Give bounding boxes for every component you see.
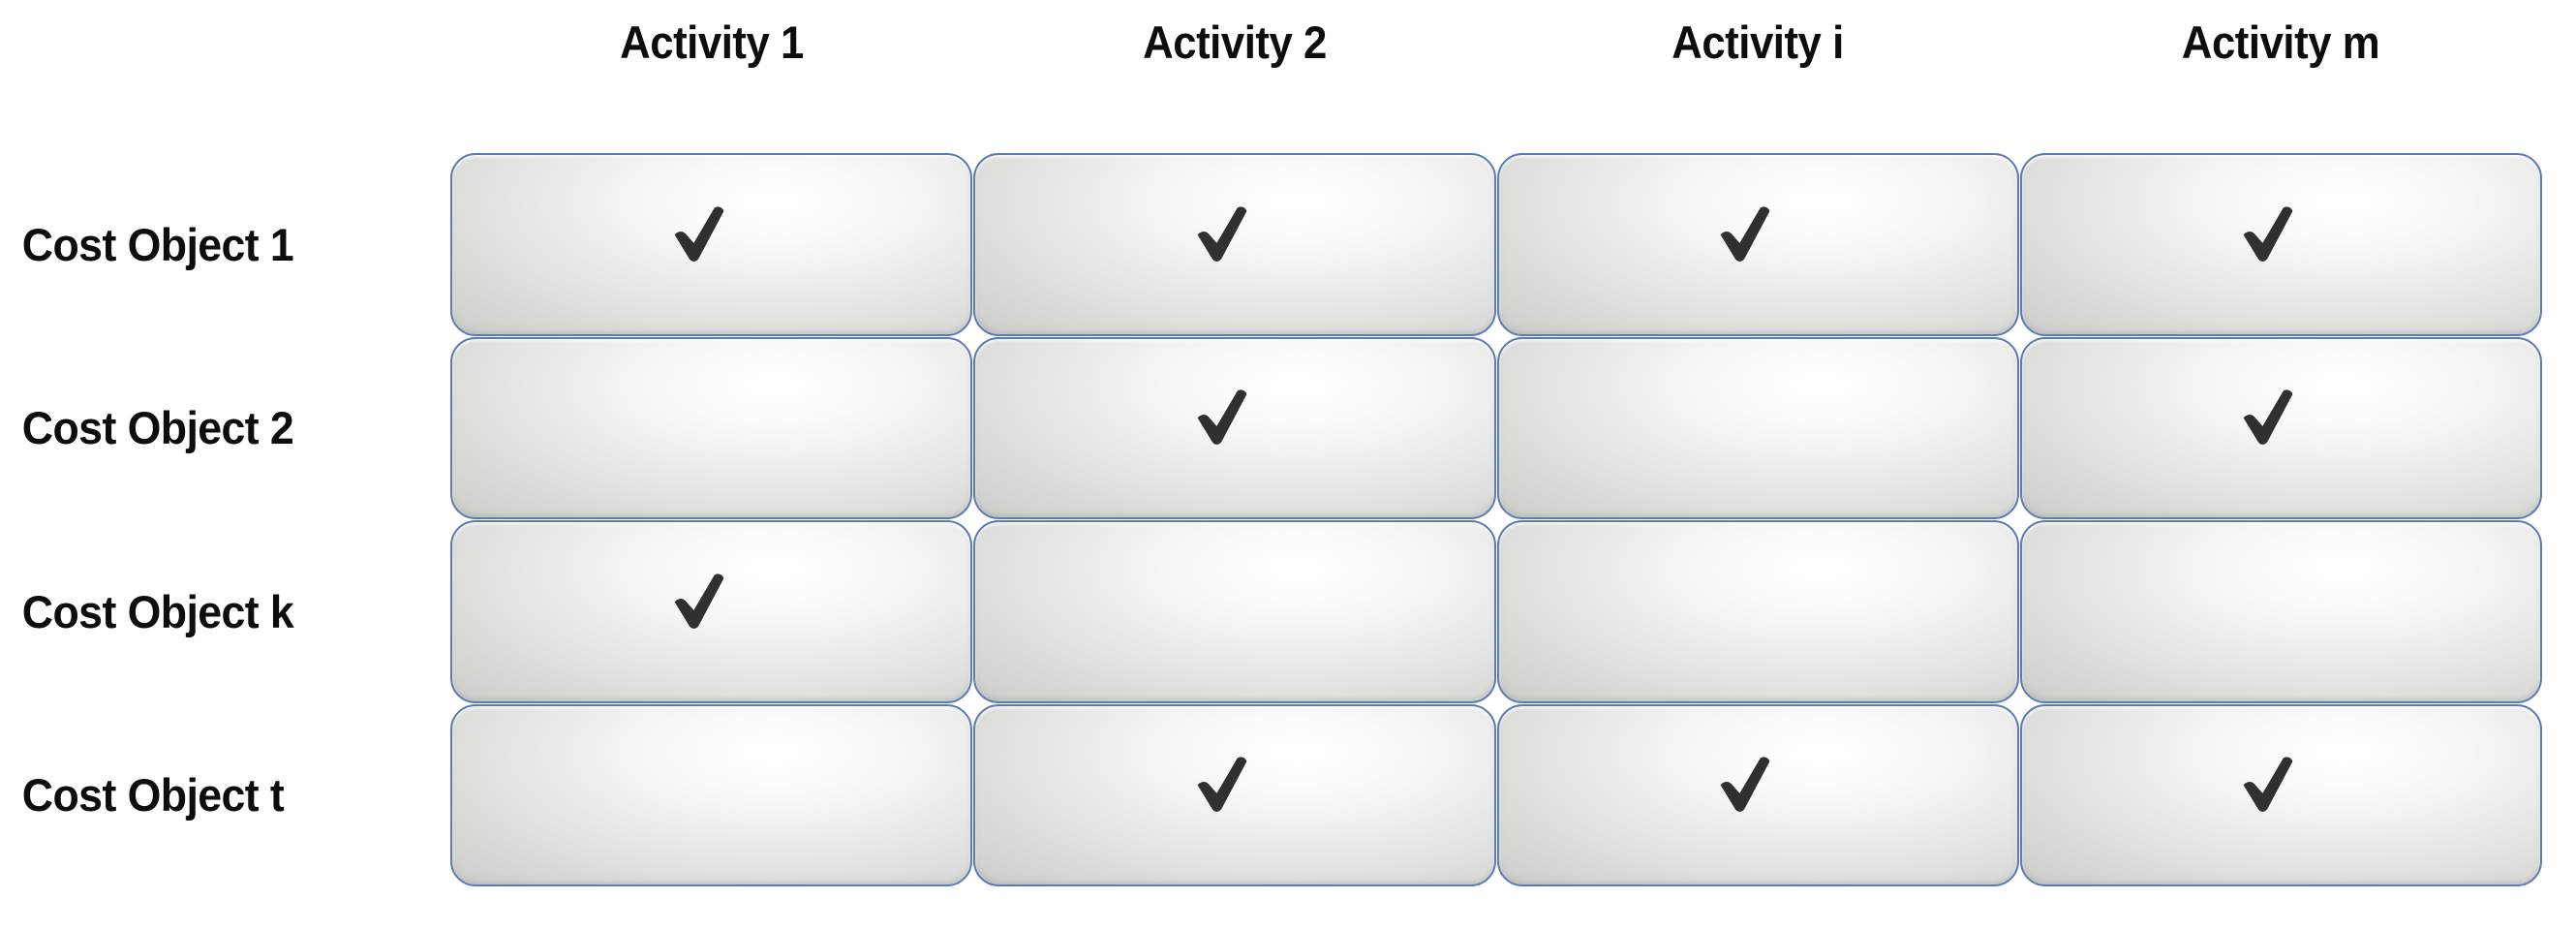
matrix-cell-cost-object-t-activity-i[interactable]	[1496, 703, 2019, 886]
column-header-label: Activity m	[2181, 16, 2380, 68]
row-label-cost-object-k: Cost Object k	[0, 520, 414, 703]
check-mark-icon	[1192, 387, 1252, 447]
column-header-row: Activity 1 Activity 2 Activity i Activit…	[450, 8, 2542, 76]
row-label-cost-object-2: Cost Object 2	[0, 336, 414, 519]
check-mark-icon	[2239, 387, 2299, 447]
matrix-cell-cost-object-2-activity-2[interactable]	[973, 336, 1496, 519]
matrix-cell-cost-object-t-activity-2[interactable]	[973, 703, 1496, 886]
matrix-cell-cost-object-2-activity-1[interactable]	[450, 336, 973, 519]
matrix-cell-cost-object-1-activity-i[interactable]	[1496, 153, 2019, 336]
matrix-grid	[450, 153, 2542, 886]
check-mark-icon	[2239, 203, 2299, 264]
row-label-cost-object-1: Cost Object 1	[0, 153, 414, 336]
row-label-cost-object-t: Cost Object t	[0, 703, 414, 886]
column-header-activity-i: Activity i	[1515, 8, 2001, 76]
check-mark-icon	[669, 571, 729, 631]
matrix-cell-cost-object-1-activity-1[interactable]	[450, 153, 973, 336]
column-header-activity-2: Activity 2	[992, 8, 1478, 76]
row-label-text: Cost Object t	[21, 768, 285, 821]
matrix-cell-cost-object-2-activity-m[interactable]	[2019, 336, 2542, 519]
column-header-label: Activity 2	[1143, 16, 1327, 68]
check-mark-icon	[1716, 754, 1776, 814]
matrix-cell-cost-object-t-activity-m[interactable]	[2019, 703, 2542, 886]
column-header-label: Activity i	[1671, 16, 1844, 68]
column-header-label: Activity 1	[620, 16, 804, 68]
matrix-cell-cost-object-k-activity-i[interactable]	[1496, 520, 2019, 703]
row-label-column: Cost Object 1 Cost Object 2 Cost Object …	[0, 153, 436, 886]
column-header-activity-m: Activity m	[2038, 8, 2524, 76]
matrix-row-cost-object-2	[450, 336, 2542, 519]
matrix-cell-cost-object-t-activity-1[interactable]	[450, 703, 973, 886]
matrix-cell-cost-object-k-activity-m[interactable]	[2019, 520, 2542, 703]
check-mark-icon	[2239, 754, 2299, 814]
row-label-text: Cost Object 2	[21, 402, 294, 454]
check-mark-icon	[1192, 754, 1252, 814]
matrix-row-cost-object-1	[450, 153, 2542, 336]
matrix-cell-cost-object-1-activity-m[interactable]	[2019, 153, 2542, 336]
check-mark-icon	[1192, 203, 1252, 264]
matrix-cell-cost-object-k-activity-1[interactable]	[450, 520, 973, 703]
matrix-cell-cost-object-1-activity-2[interactable]	[973, 153, 1496, 336]
row-label-text: Cost Object k	[21, 585, 294, 637]
check-mark-icon	[669, 203, 729, 264]
matrix-row-cost-object-k	[450, 520, 2542, 703]
row-label-text: Cost Object 1	[21, 219, 294, 271]
matrix-cell-cost-object-2-activity-i[interactable]	[1496, 336, 2019, 519]
column-header-activity-1: Activity 1	[469, 8, 955, 76]
matrix-cell-cost-object-k-activity-2[interactable]	[973, 520, 1496, 703]
check-mark-icon	[1716, 203, 1776, 264]
matrix-row-cost-object-t	[450, 703, 2542, 886]
